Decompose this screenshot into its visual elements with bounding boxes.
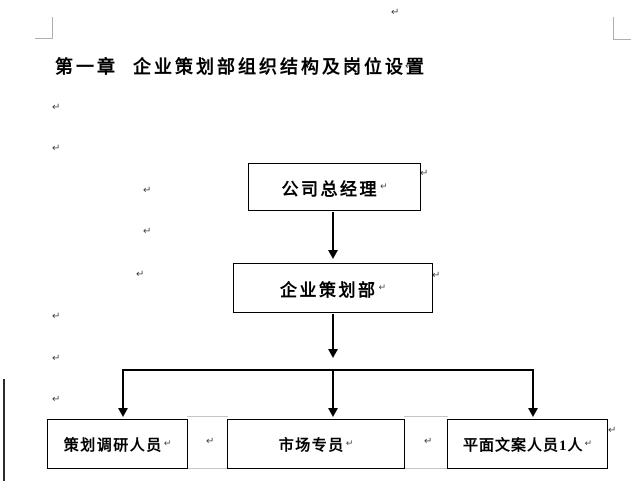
org-box-label: 市场专员 — [278, 437, 345, 454]
org-box-general-manager[interactable]: 公司总经理↵ — [248, 163, 421, 211]
paragraph-mark-icon: ↵ — [206, 436, 215, 447]
paragraph-mark-icon: ↵ — [420, 168, 429, 179]
org-box-label: 企业策划部 — [279, 280, 378, 300]
connector-drop-left[interactable] — [122, 371, 124, 408]
margin-crop-mark-top-left — [52, 17, 53, 38]
paragraph-mark-icon: ↵ — [143, 226, 152, 237]
arrowhead-down-icon — [528, 408, 538, 417]
paragraph-mark-icon: ↵ — [143, 185, 152, 196]
paragraph-mark-icon: ↵ — [52, 102, 61, 113]
arrowhead-down-icon — [328, 349, 338, 358]
arrowhead-down-icon — [118, 408, 128, 417]
paragraph-mark-icon: ↵ — [405, 61, 414, 72]
page-edge-line — [3, 379, 5, 481]
arrowhead-down-icon — [328, 408, 338, 417]
connector-drop-center[interactable] — [332, 371, 334, 408]
paragraph-mark-icon: ↵ — [379, 182, 388, 192]
chapter-heading: 第一章 企业策划部组织结构及岗位设置 — [55, 57, 427, 77]
connector-line-dept-branch[interactable] — [332, 314, 334, 349]
paragraph-mark-icon: ↵ — [136, 269, 145, 280]
org-box-label: 策划调研人员 — [63, 437, 163, 454]
connector-branch-horizontal-line[interactable] — [122, 369, 534, 371]
paragraph-mark-icon: ↵ — [391, 7, 400, 18]
margin-crop-mark-top-right — [613, 17, 614, 39]
paragraph-mark-icon: ↵ — [432, 270, 441, 281]
org-box-label: 公司总经理 — [281, 179, 379, 199]
org-box-planning-dept[interactable]: 企业策划部↵ — [233, 263, 433, 313]
org-box-market-specialist[interactable]: 市场专员↵ — [227, 419, 405, 469]
margin-crop-mark-top-right — [613, 39, 631, 40]
org-box-copywriter[interactable]: 平面文案人员1人↵ — [447, 419, 608, 469]
paragraph-mark-icon: ↵ — [345, 439, 354, 449]
table-gridline-gap — [404, 416, 448, 469]
paragraph-mark-icon: ↵ — [378, 283, 387, 293]
paragraph-mark-icon: ↵ — [163, 439, 172, 449]
connector-drop-right[interactable] — [532, 371, 534, 408]
connector-line-ceo-dept[interactable] — [332, 212, 334, 250]
org-box-research-staff[interactable]: 策划调研人员↵ — [47, 419, 188, 469]
paragraph-mark-icon: ↵ — [52, 353, 61, 364]
org-box-label: 平面文案人员1人 — [462, 437, 584, 454]
table-gridline-gap — [187, 416, 228, 469]
paragraph-mark-icon: ↵ — [52, 311, 61, 322]
arrowhead-down-icon — [328, 250, 338, 259]
paragraph-mark-icon: ↵ — [584, 439, 593, 449]
margin-crop-mark-top-left — [35, 38, 53, 39]
paragraph-mark-icon: ↵ — [52, 143, 61, 154]
paragraph-mark-icon: ↵ — [52, 394, 61, 405]
paragraph-mark-icon: ↵ — [424, 436, 433, 447]
paragraph-mark-icon: ↵ — [608, 425, 617, 436]
